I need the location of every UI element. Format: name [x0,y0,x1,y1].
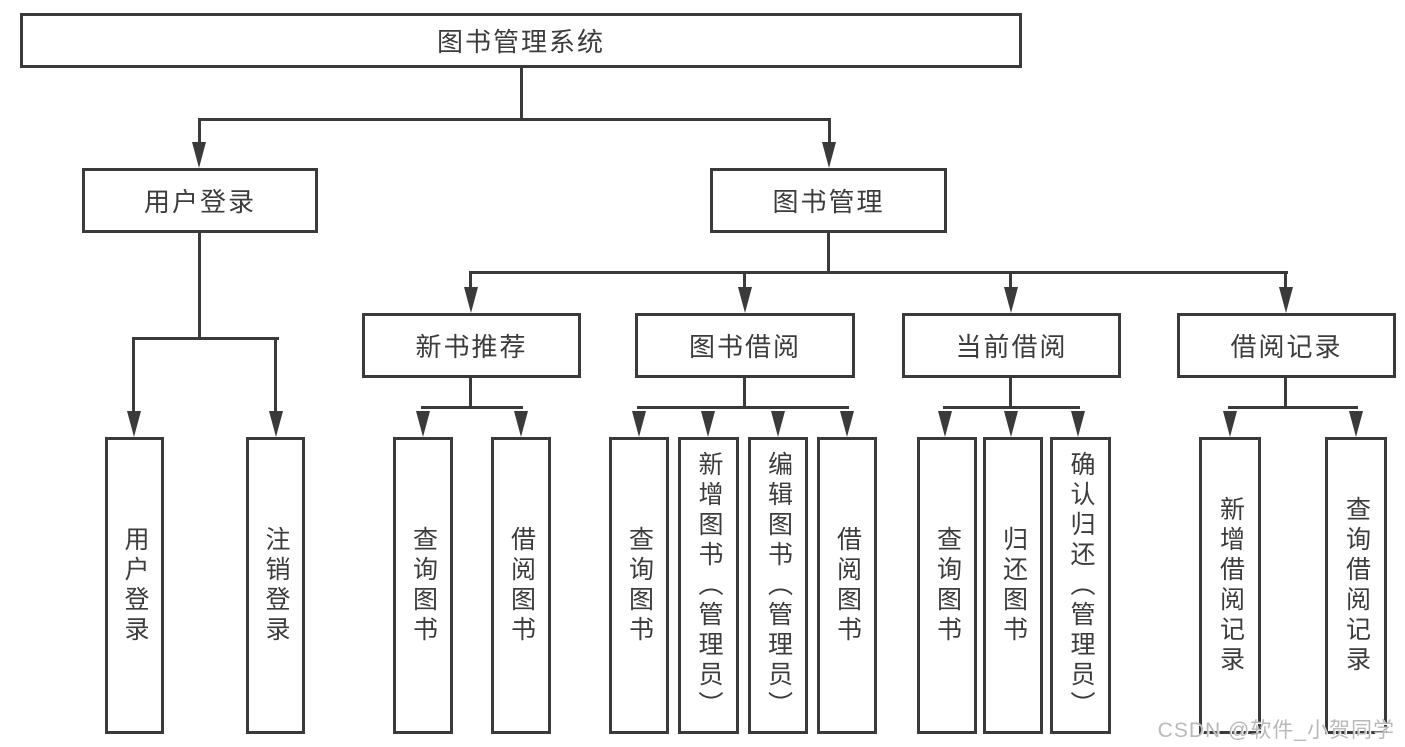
connector-user-login-left-drop [132,337,135,415]
leaf-query-borrow-record: 查询借阅记录 [1325,437,1387,734]
connector-level3-bar [469,271,1288,274]
arrowhead-current-borrowing [1004,287,1018,313]
arrowhead-confirm-return-admin [1071,411,1085,437]
connector-borrowing-stub [743,378,746,408]
arrowhead-leaf-logout [269,411,283,437]
arrowhead-leaf-user-login [127,411,141,437]
leaf-add-borrow-record: 新增借阅记录 [1199,437,1261,734]
arrowhead-query-books-borrowing [632,411,646,437]
arrowhead-query-books-recommend [416,411,430,437]
connector-level3-drop-4 [1284,271,1287,291]
leaf-logout: 注销登录 [246,437,305,734]
leaf-query-books-borrowing: 查询图书 [609,437,669,734]
connector-current-bar [943,406,1080,409]
node-current-borrowing: 当前借阅 [902,313,1121,378]
arrowhead-edit-book-admin [771,411,785,437]
connector-user-login-bar [132,337,279,340]
connector-user-login-stub [198,233,201,340]
connector-level3-drop-2 [743,271,746,291]
connector-user-login-right-drop [274,337,277,415]
connector-level2-right-drop [828,118,831,146]
connector-book-management-stub [827,233,830,274]
leaf-add-book-admin: 新增图书（管理员） [678,437,739,734]
connector-level3-drop-1 [469,271,472,291]
arrowhead-user-login [192,142,206,168]
leaf-query-books-current: 查询图书 [917,437,977,734]
leaf-confirm-return-admin: 确认归还（管理员） [1050,437,1111,734]
node-library-system: 图书管理系统 [20,13,1022,68]
node-user-login: 用户登录 [82,168,318,233]
arrowhead-borrow-books-borrowing [840,411,854,437]
node-new-book-recommend: 新书推荐 [362,313,581,378]
leaf-edit-book-admin: 编辑图书（管理员） [748,437,808,734]
leaf-user-login: 用户登录 [105,437,164,734]
arrowhead-query-books-current [938,411,952,437]
node-book-management: 图书管理 [710,168,947,233]
arrowhead-book-management [822,142,836,168]
arrowhead-book-borrowing [738,287,752,313]
arrowhead-new-book-recommend [464,287,478,313]
connector-records-bar [1228,406,1358,409]
arrowhead-add-borrow-record [1223,411,1237,437]
watermark: CSDN @软件_小贺同学 [1157,719,1395,742]
connector-recommend-bar [421,406,523,409]
connector-level2-bar [198,118,831,121]
arrowhead-borrowing-records [1279,287,1293,313]
arrowhead-query-borrow-record [1349,411,1363,437]
leaf-borrow-books-recommend: 借阅图书 [491,437,551,734]
arrowhead-borrow-books-recommend [514,411,528,437]
connector-recommend-stub [469,378,472,408]
leaf-query-books-recommend: 查询图书 [393,437,453,734]
node-borrowing-records: 借阅记录 [1177,313,1396,378]
connector-root-stub [520,68,523,120]
node-book-borrowing: 图书借阅 [635,313,855,378]
leaf-return-books: 归还图书 [983,437,1043,734]
connector-level2-left-drop [198,118,201,146]
arrowhead-add-book-admin [701,411,715,437]
connector-current-stub [1009,378,1012,408]
arrowhead-return-books [1004,411,1018,437]
connector-records-stub [1284,378,1287,408]
connector-borrowing-bar [637,406,849,409]
connector-level3-drop-3 [1009,271,1012,291]
leaf-borrow-books-borrowing: 借阅图书 [817,437,877,734]
